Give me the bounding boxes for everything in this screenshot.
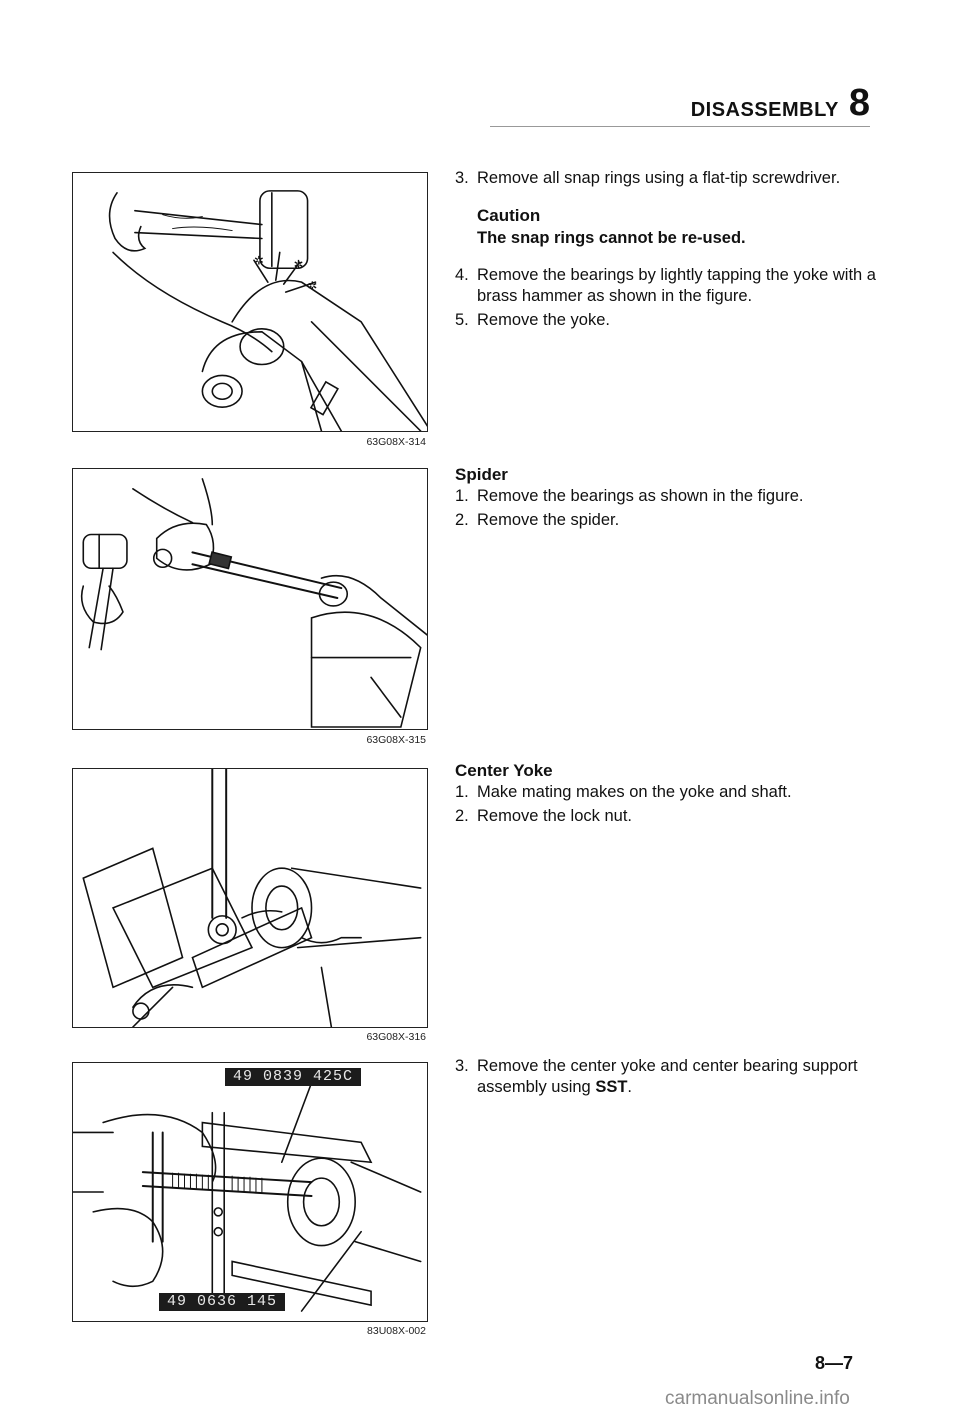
section-heading: Center Yoke: [455, 761, 553, 780]
figure-code: 83U08X-002: [367, 1325, 426, 1337]
svg-text:✲: ✲: [308, 279, 318, 293]
caution-title: Caution: [477, 206, 541, 226]
step-number: 3.: [455, 169, 469, 187]
step-text: Remove the spider.: [477, 510, 620, 529]
sst-label-top: 49 0839 425C: [225, 1068, 362, 1086]
step-item: 1. Remove the bearings as shown in the f…: [455, 486, 885, 507]
header-title: DISASSEMBLY: [690, 99, 839, 121]
spider-removal-illustration: [80, 478, 427, 728]
figure-center-yoke: [72, 768, 428, 1028]
sst-reference: SST: [595, 1078, 628, 1097]
step-text-end: .: [627, 1078, 632, 1097]
step-text: Remove the yoke.: [477, 310, 610, 329]
figure-code: 63G08X-315: [366, 734, 426, 746]
puller-illustration: [73, 1082, 422, 1312]
step-number: 2.: [455, 510, 469, 529]
svg-text:✲: ✲: [254, 253, 264, 267]
step-item: 2. Remove the lock nut.: [455, 806, 885, 827]
step-number: 1.: [455, 783, 469, 802]
step-text-main: Remove the center yoke and center bearin…: [477, 1057, 858, 1097]
caution-text: The snap rings cannot be re-used.: [477, 228, 746, 247]
step-item: 4. Remove the bearings by lightly tappin…: [455, 265, 885, 308]
step-text: Remove the center yoke and center bearin…: [477, 1056, 885, 1099]
figure-code: 63G08X-316: [366, 1031, 426, 1043]
step-text: Remove all snap rings using a flat-tip s…: [477, 169, 841, 187]
watermark: carmanualsonline.info: [665, 1388, 850, 1409]
step-number: 2.: [455, 806, 469, 825]
step-text: Remove the lock nut.: [477, 806, 632, 825]
section-heading: Spider: [455, 465, 508, 484]
step-number: 1.: [455, 487, 469, 506]
step-item: 1. Make mating makes on the yoke and sha…: [455, 782, 885, 803]
sst-label-bottom: 49 0636 145: [159, 1293, 286, 1311]
step-text: Remove the bearings as shown in the figu…: [477, 487, 804, 506]
figure-spider-removal: [72, 468, 428, 730]
section-spider: Spider 1. Remove the bearings as shown i…: [455, 464, 885, 533]
figure-code: 63G08X-314: [366, 436, 426, 448]
center-yoke-illustration: [82, 769, 422, 1027]
figure-sst-puller: 49 0839 425C 49 0636 145: [72, 1062, 428, 1322]
chapter-number: 8: [848, 82, 870, 124]
step-text: Make mating makes on the yoke and shaft.: [477, 783, 792, 802]
svg-text:✲: ✲: [294, 257, 304, 271]
step-item: 3. Remove the center yoke and center bea…: [455, 1056, 885, 1099]
step-item: 2. Remove the spider.: [455, 510, 885, 531]
step-text: Remove the bearings by lightly tapping t…: [477, 265, 876, 306]
page-header: DISASSEMBLY 8: [490, 82, 870, 122]
section-yoke-removal: 3. Remove all snap rings using a flat-ti…: [455, 168, 885, 333]
step-item: 3. Remove all snap rings using a flat-ti…: [455, 168, 885, 189]
step-number: 3.: [455, 1057, 469, 1075]
caution-note: Caution The snap rings cannot be re-used…: [477, 205, 885, 249]
yoke-tapping-illustration: ✲ ✲ ✲: [108, 190, 427, 431]
figure-yoke-tapping: ✲ ✲ ✲: [72, 172, 428, 432]
section-center-yoke: Center Yoke 1. Make mating makes on the …: [455, 760, 885, 829]
step-item: 5. Remove the yoke.: [455, 310, 885, 331]
page-number: 8—7: [815, 1353, 854, 1373]
step-number: 5.: [455, 310, 469, 329]
step-number: 4.: [455, 265, 469, 284]
header-rule: [490, 126, 870, 127]
section-center-bearing: 3. Remove the center yoke and center bea…: [455, 1056, 885, 1101]
